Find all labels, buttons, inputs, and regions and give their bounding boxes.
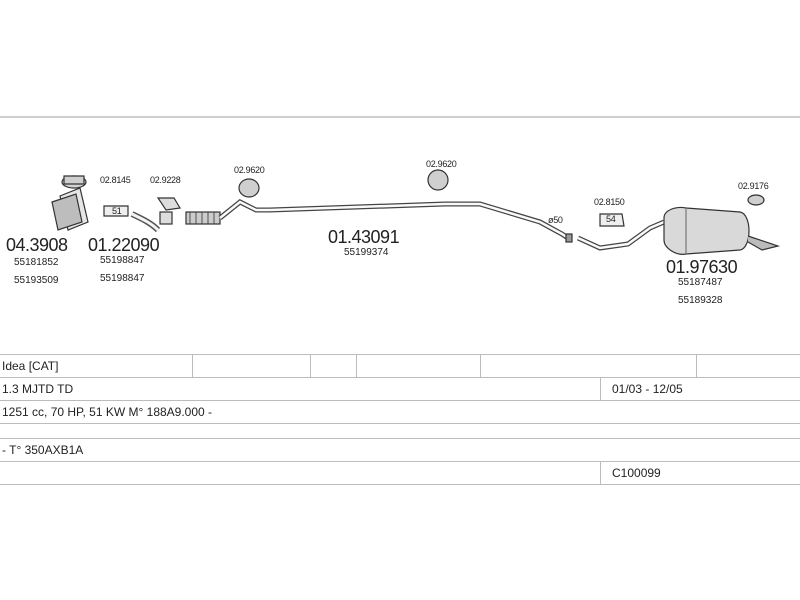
middle-silencer-part-no: 01.43091 xyxy=(328,227,400,247)
column-divider xyxy=(480,355,481,377)
hanger-1-code: 02.9620 xyxy=(234,165,265,175)
rear-assembly-drawing xyxy=(576,206,781,255)
clamp-1-tag: 51 xyxy=(112,206,122,216)
table-row: 1251 cc, 70 HP, 51 KW M° 188A9.000 - xyxy=(0,400,800,423)
front-pipe-oem-1: 55198847 xyxy=(100,255,145,266)
table-row: C100099 xyxy=(0,461,800,485)
engine-cell: 1.3 MJTD TD xyxy=(2,382,74,396)
exhaust-diagram: 04.3908 55181852 55193509 01.22090 55198… xyxy=(0,118,800,348)
pipe-diameter-label: ø50 xyxy=(548,215,563,225)
catalyst-oem-1: 55181852 xyxy=(14,257,59,268)
date-range-cell: 01/03 - 12/05 xyxy=(612,382,683,396)
table-row xyxy=(0,423,800,438)
specs-cell: 1251 cc, 70 HP, 51 KW M° 188A9.000 - xyxy=(2,405,213,419)
column-divider xyxy=(600,378,601,400)
type-code-cell: - T° 350AXB1A xyxy=(2,443,84,457)
catalyst-drawing xyxy=(51,175,89,231)
table-row: 1.3 MJTD TD 01/03 - 12/05 xyxy=(0,377,800,400)
rear-silencer-part-no: 01.97630 xyxy=(666,257,738,277)
catalyst-oem-2: 55193509 xyxy=(14,275,59,286)
front-pipe-drawing xyxy=(130,211,173,233)
hanger-1-drawing xyxy=(238,178,260,198)
exhaust-drawing xyxy=(51,169,781,255)
flex-section-drawing xyxy=(185,211,221,225)
model-cell: Idea [CAT] xyxy=(2,359,59,373)
middle-silencer-oem-1: 55199374 xyxy=(344,247,389,258)
hanger-3-drawing xyxy=(747,194,765,206)
kit-code-cell: C100099 xyxy=(612,466,661,480)
gasket-drawing xyxy=(156,197,181,211)
middle-pipe-drawing xyxy=(218,199,573,243)
column-divider xyxy=(310,355,311,377)
clamp-2-drawing xyxy=(599,213,625,227)
clamp-2-code: 02.8150 xyxy=(594,197,625,207)
column-divider xyxy=(192,355,193,377)
rear-silencer-oem-1: 55187487 xyxy=(678,277,723,288)
gasket-code: 02.9228 xyxy=(150,175,181,185)
table-row: Idea [CAT] xyxy=(0,354,800,377)
clamp-1-drawing xyxy=(103,205,129,217)
front-pipe-part-no: 01.22090 xyxy=(88,235,160,255)
hanger-2-code: 02.9620 xyxy=(426,159,457,169)
hanger-2-drawing xyxy=(427,169,449,191)
catalyst-part-no: 04.3908 xyxy=(6,235,68,255)
hanger-3-code: 02.9176 xyxy=(738,181,769,191)
clamp-2-tag: 54 xyxy=(606,214,616,224)
clamp-1-code: 02.8145 xyxy=(100,175,131,185)
rear-silencer-oem-2: 55189328 xyxy=(678,295,723,306)
column-divider xyxy=(696,355,697,377)
column-divider xyxy=(356,355,357,377)
table-row: - T° 350AXB1A xyxy=(0,438,800,461)
front-pipe-oem-2: 55198847 xyxy=(100,273,145,284)
column-divider xyxy=(600,462,601,484)
top-divider xyxy=(0,116,800,118)
